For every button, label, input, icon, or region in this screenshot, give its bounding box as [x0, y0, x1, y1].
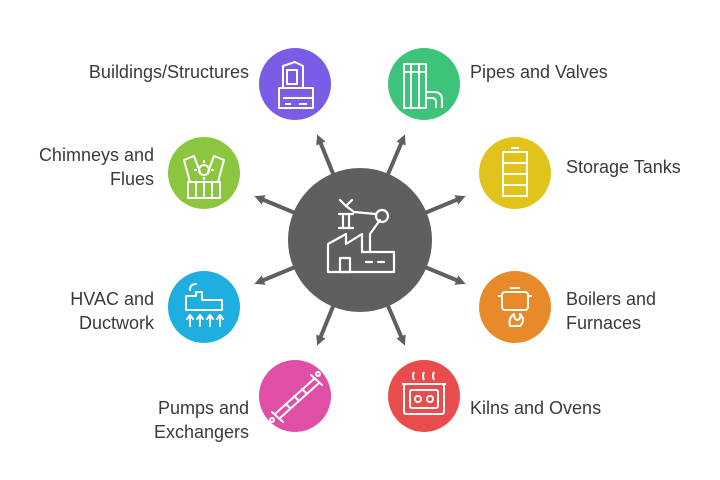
label-line: HVAC and — [70, 289, 154, 309]
label-line: Ductwork — [78, 313, 154, 333]
node-hvac[interactable] — [168, 271, 240, 343]
label-line: Chimneys and — [38, 145, 154, 165]
label-buildings: Buildings/Structures — [89, 60, 249, 84]
label-hvac: HVAC and Ductwork — [70, 287, 154, 335]
node-chimneys[interactable] — [168, 137, 240, 209]
node-pipes[interactable] — [388, 48, 460, 120]
chimney-icon — [183, 155, 225, 199]
label-line: Storage Tanks — [566, 157, 681, 177]
hub-node — [288, 168, 432, 312]
hvac-icon — [185, 283, 224, 327]
node-buildings[interactable] — [259, 48, 331, 120]
label-pipes: Pipes and Valves — [470, 60, 608, 84]
kiln-icon — [402, 371, 446, 415]
boiler-icon — [498, 287, 532, 327]
node-kilns[interactable] — [388, 360, 460, 432]
label-line: Boilers and — [566, 289, 657, 309]
pump-icon — [269, 371, 323, 423]
node-pumps[interactable] — [259, 360, 331, 432]
factory-icon — [326, 198, 396, 274]
label-storage: Storage Tanks — [566, 155, 681, 179]
label-line: Exchangers — [153, 422, 249, 442]
pipes-icon — [403, 63, 443, 109]
label-kilns: Kilns and Ovens — [470, 396, 601, 420]
label-boilers: Boilers and Furnaces — [566, 287, 656, 335]
label-pumps: Pumps and Exchangers — [154, 396, 249, 444]
node-boilers[interactable] — [479, 271, 551, 343]
label-line: Kilns and Ovens — [470, 398, 602, 418]
label-line: Buildings/Structures — [88, 62, 249, 82]
tank-icon — [502, 147, 528, 197]
label-chimneys: Chimneys and Flues — [39, 143, 154, 191]
label-line: Pipes and Valves — [470, 62, 608, 82]
label-line: Furnaces — [566, 313, 642, 333]
label-line: Flues — [109, 169, 154, 189]
hub-circle — [288, 168, 432, 312]
node-storage[interactable] — [479, 137, 551, 209]
building-icon — [278, 61, 314, 109]
label-line: Pumps and — [157, 398, 249, 418]
